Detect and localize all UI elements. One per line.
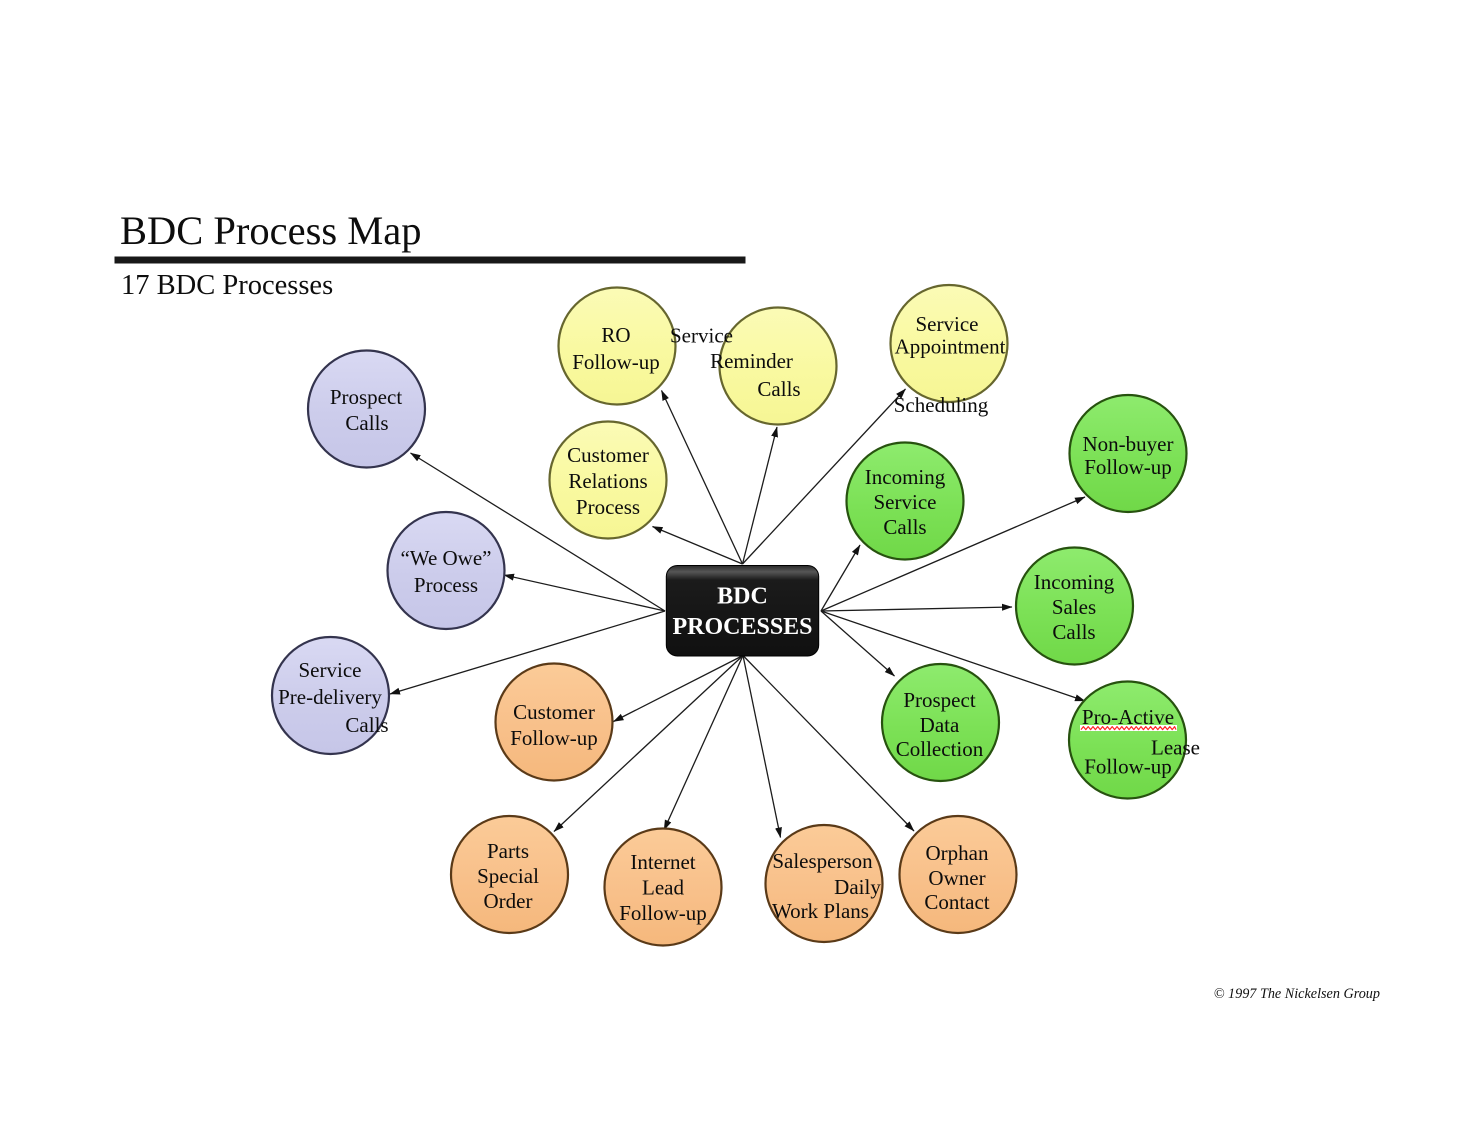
svg-text:BDC Process Map: BDC Process Map	[120, 208, 422, 253]
svg-text:Parts: Parts	[487, 839, 529, 863]
svg-text:Calls: Calls	[757, 377, 800, 401]
svg-text:© 1997 The Nickelsen Group: © 1997 The Nickelsen Group	[1214, 986, 1380, 1002]
svg-text:Process: Process	[414, 573, 478, 597]
svg-text:Order: Order	[484, 889, 533, 913]
svg-text:Relations: Relations	[568, 469, 647, 493]
svg-text:Daily: Daily	[834, 875, 881, 899]
svg-text:Follow-up: Follow-up	[572, 350, 660, 374]
svg-text:Service: Service	[916, 312, 979, 336]
svg-text:Salesperson: Salesperson	[772, 849, 873, 873]
svg-text:Prospect: Prospect	[903, 688, 975, 712]
svg-text:Calls: Calls	[345, 411, 388, 435]
svg-text:Follow-up: Follow-up	[1084, 455, 1172, 479]
svg-text:Special: Special	[477, 864, 539, 888]
svg-text:Scheduling: Scheduling	[894, 393, 989, 417]
svg-text:Sales: Sales	[1052, 595, 1096, 619]
svg-text:Lease: Lease	[1151, 736, 1200, 760]
svg-text:Service: Service	[299, 658, 362, 682]
svg-text:Customer: Customer	[567, 443, 649, 467]
svg-text:Service: Service	[874, 490, 937, 514]
svg-text:Data: Data	[920, 713, 960, 737]
svg-text:Follow-up: Follow-up	[1084, 755, 1172, 779]
svg-text:Lead: Lead	[642, 876, 684, 900]
svg-text:Process: Process	[576, 495, 640, 519]
svg-text:“We Owe”: “We Owe”	[400, 546, 491, 570]
svg-text:Follow-up: Follow-up	[510, 726, 598, 750]
svg-text:17 BDC Processes: 17 BDC Processes	[121, 270, 333, 301]
svg-text:Calls: Calls	[345, 713, 388, 737]
svg-text:Incoming: Incoming	[865, 465, 946, 489]
svg-text:RO: RO	[601, 323, 630, 347]
svg-text:Contact: Contact	[924, 890, 989, 914]
svg-text:Non-buyer: Non-buyer	[1083, 432, 1174, 456]
svg-text:Incoming: Incoming	[1034, 570, 1115, 594]
svg-text:Appointment: Appointment	[895, 335, 1006, 359]
svg-text:Work Plans: Work Plans	[772, 899, 869, 923]
svg-text:Prospect: Prospect	[330, 385, 402, 409]
svg-text:Owner: Owner	[928, 866, 985, 890]
svg-text:PROCESSES: PROCESSES	[672, 614, 812, 640]
svg-text:Follow-up: Follow-up	[619, 901, 707, 925]
svg-text:Internet: Internet	[630, 850, 695, 874]
svg-text:Service: Service	[670, 324, 733, 348]
svg-text:Calls: Calls	[1052, 620, 1095, 644]
svg-text:Reminder: Reminder	[710, 349, 793, 373]
svg-text:Orphan: Orphan	[926, 841, 989, 865]
svg-text:Pre-delivery: Pre-delivery	[278, 685, 382, 709]
svg-text:Collection: Collection	[896, 737, 984, 761]
svg-text:BDC: BDC	[717, 584, 768, 610]
svg-text:Calls: Calls	[883, 515, 926, 539]
svg-text:Customer: Customer	[513, 700, 595, 724]
